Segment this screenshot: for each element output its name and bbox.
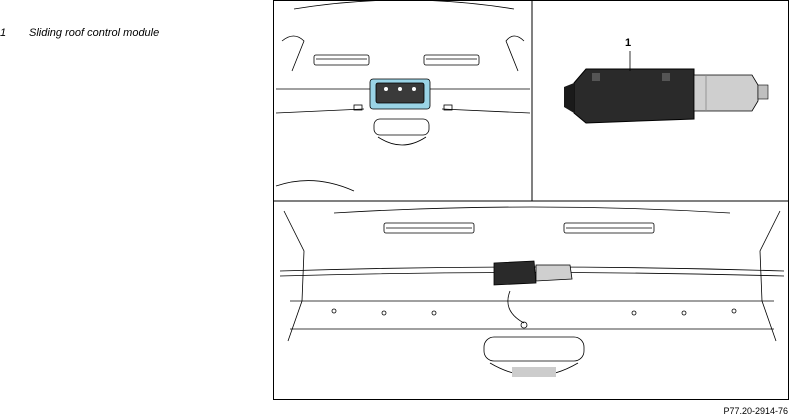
control-module-closeup: 1 bbox=[564, 37, 769, 124]
technical-illustration: 1 bbox=[273, 0, 789, 400]
legend-item-number: 1 bbox=[0, 27, 7, 39]
figure-reference: P77.20-2914-76 bbox=[723, 406, 788, 416]
roof-installation-view bbox=[279, 206, 785, 377]
legend-item-label: Sliding roof control module bbox=[29, 27, 160, 39]
illustration-drawing: 1 bbox=[274, 1, 788, 377]
callout-number: 1 bbox=[625, 37, 631, 49]
interior-overview-view bbox=[275, 1, 531, 192]
